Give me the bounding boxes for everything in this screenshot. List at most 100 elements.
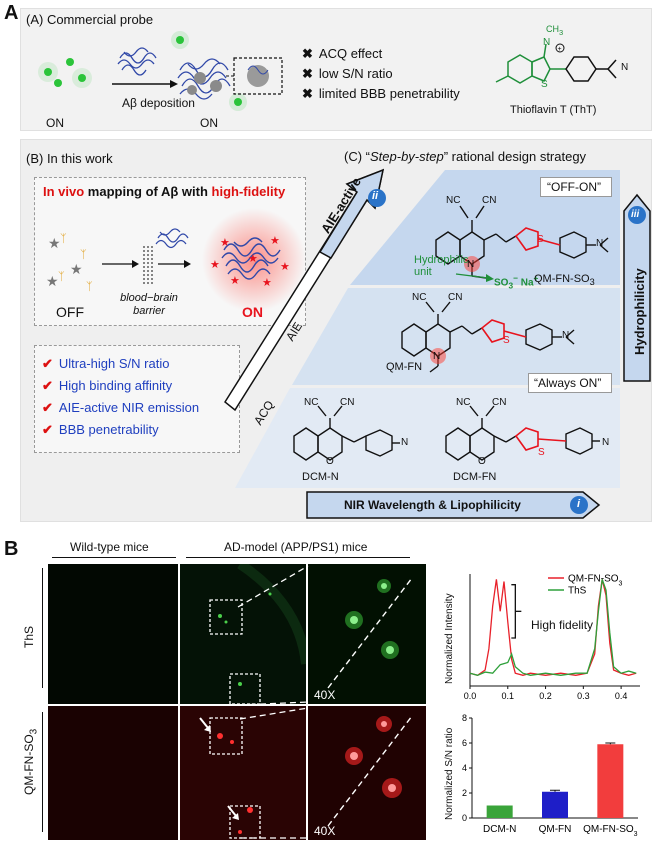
badge-ii: ii xyxy=(372,190,379,202)
svg-text:★: ★ xyxy=(210,258,220,271)
svg-text:★: ★ xyxy=(230,274,240,287)
roi-box xyxy=(209,717,243,755)
dcm-fn-nme2: N xyxy=(602,437,610,448)
nir-label: NIR Wavelength & Lipophilicity xyxy=(344,498,521,512)
panel-c-title: (C) “Step-by-step” rational design strat… xyxy=(344,149,587,164)
image-qm-wild xyxy=(48,706,178,840)
col-header-wild-type: Wild-type mice xyxy=(70,540,149,554)
probe-dot xyxy=(234,98,242,106)
probe-dot xyxy=(44,68,52,76)
fidelity-bracket xyxy=(511,584,516,639)
x-category-label: QM-FN-SO3 xyxy=(583,824,638,838)
col-underline xyxy=(186,557,410,558)
qm-fn-so3-cn: CN xyxy=(482,195,497,206)
off-on-label: “OFF-ON” xyxy=(547,180,601,194)
in-vivo-illustration: ★ ★ ★ ᛉ ᛉ ᛉ ᛉ ★★★ ★★★ ★ xyxy=(46,208,306,312)
label-on-left: ON xyxy=(46,116,64,130)
tht-structure: + xyxy=(495,43,617,84)
panel-a-box xyxy=(20,8,652,131)
y-tick-label: 6 xyxy=(462,738,467,748)
advantage-item: ✔BBB penetrability xyxy=(42,422,159,437)
dcm-fn-name: DCM-FN xyxy=(453,471,497,483)
arrow-to-target xyxy=(158,260,191,268)
hydrophilic-arrow-icon xyxy=(455,273,494,282)
col-underline xyxy=(52,557,176,558)
label-deposition: Aβ deposition xyxy=(122,96,195,110)
image-ths-wild xyxy=(48,564,178,704)
check-icon: ✔ xyxy=(42,400,53,415)
svg-text:★: ★ xyxy=(46,274,59,290)
label-barrier: blood−brain barrier xyxy=(120,292,178,317)
panel-letter-a: A xyxy=(4,2,19,24)
svg-text:ᛉ: ᛉ xyxy=(86,280,93,293)
label-off: OFF xyxy=(56,304,84,320)
cross-icon: ✖ xyxy=(302,66,313,81)
so3-group: SO3− Na+ xyxy=(494,273,539,291)
svg-text:★: ★ xyxy=(270,234,280,247)
y-tick-label: 2 xyxy=(462,788,467,798)
image-ths-40x xyxy=(308,564,426,704)
tht-s-atom: S xyxy=(541,79,548,90)
qm-fn-so3-s: S xyxy=(537,234,544,245)
free-probe-dots xyxy=(38,58,92,88)
hydrophilic-unit-label: Hydrophilic unit xyxy=(414,254,469,278)
cross-icon: ✖ xyxy=(302,46,313,61)
bar-2 xyxy=(597,744,624,818)
col-header-ad-model: AD-model (APP/PS1) mice xyxy=(224,540,368,554)
qm-fn-so3-nc: NC xyxy=(446,195,461,206)
image-ths-ad xyxy=(180,564,306,704)
qm-fn-so3-n: N xyxy=(467,259,475,270)
svg-text:ᛉ: ᛉ xyxy=(80,248,87,261)
n-highlight xyxy=(430,348,446,364)
legend-label: QM-FN-SO3 xyxy=(568,574,623,588)
qm-fn-nme2: N xyxy=(562,330,570,341)
image-qm-40x xyxy=(308,706,426,840)
qm-fn-n: N xyxy=(433,351,441,362)
tier-top xyxy=(350,170,620,285)
dcm-n-nc: NC xyxy=(304,397,319,408)
x-tick-label: 0.4 xyxy=(615,691,628,701)
series-line-1 xyxy=(469,579,637,676)
in-vivo-headline: In vivo mapping of Aβ with high-fidelity xyxy=(43,184,286,199)
svg-text:★: ★ xyxy=(48,236,61,252)
molecule-qm-fn-so3 xyxy=(435,205,609,279)
tht-ch3: CH3 xyxy=(546,24,564,37)
badge-ii-icon xyxy=(368,189,386,207)
aggregated-probes xyxy=(187,72,222,95)
arrow-to-barrier xyxy=(102,260,139,268)
roi-box xyxy=(209,599,243,635)
check-icon: ✔ xyxy=(42,378,53,393)
bar-1 xyxy=(542,791,568,818)
aie-diagonal-arrow xyxy=(224,168,386,412)
off-on-label-box xyxy=(540,177,612,197)
qm-fn-so3-nme2: N xyxy=(596,238,604,249)
qm-fn-s: S xyxy=(503,335,510,346)
dcm-n-nme2: N xyxy=(401,437,409,448)
advantage-item: ✔Ultra-high S/N ratio xyxy=(42,356,170,371)
tht-name: Thioflavin T (ThT) xyxy=(510,104,597,116)
always-on-label: “Always ON” xyxy=(534,376,602,390)
dcm-fn-cn: CN xyxy=(492,397,507,408)
dcm-fn-s: S xyxy=(538,447,545,458)
x-tick-label: 0.1 xyxy=(502,691,515,701)
svg-text:+: + xyxy=(558,46,562,53)
dcm-fn-nc: NC xyxy=(456,397,471,408)
plus-charge-icon xyxy=(555,43,565,53)
bar-0 xyxy=(486,805,513,818)
molecule-dcm-fn xyxy=(445,405,600,461)
probe-dot xyxy=(54,79,62,87)
badge-i-icon xyxy=(570,496,588,514)
x-tick-label: 0.0 xyxy=(464,691,477,701)
line-annotation: High fidelity xyxy=(531,618,594,632)
y-tick-label: 0 xyxy=(462,813,467,823)
panel-letter-b: B xyxy=(4,538,19,560)
image-qm-ad xyxy=(180,706,306,840)
y-tick-label: 4 xyxy=(462,763,467,773)
cons-item: ✖ACQ effect xyxy=(302,46,383,61)
nir-arrow xyxy=(306,491,601,519)
probe-dot xyxy=(66,58,74,66)
dcm-n-cn: CN xyxy=(340,397,355,408)
always-on-label-box xyxy=(528,373,612,393)
